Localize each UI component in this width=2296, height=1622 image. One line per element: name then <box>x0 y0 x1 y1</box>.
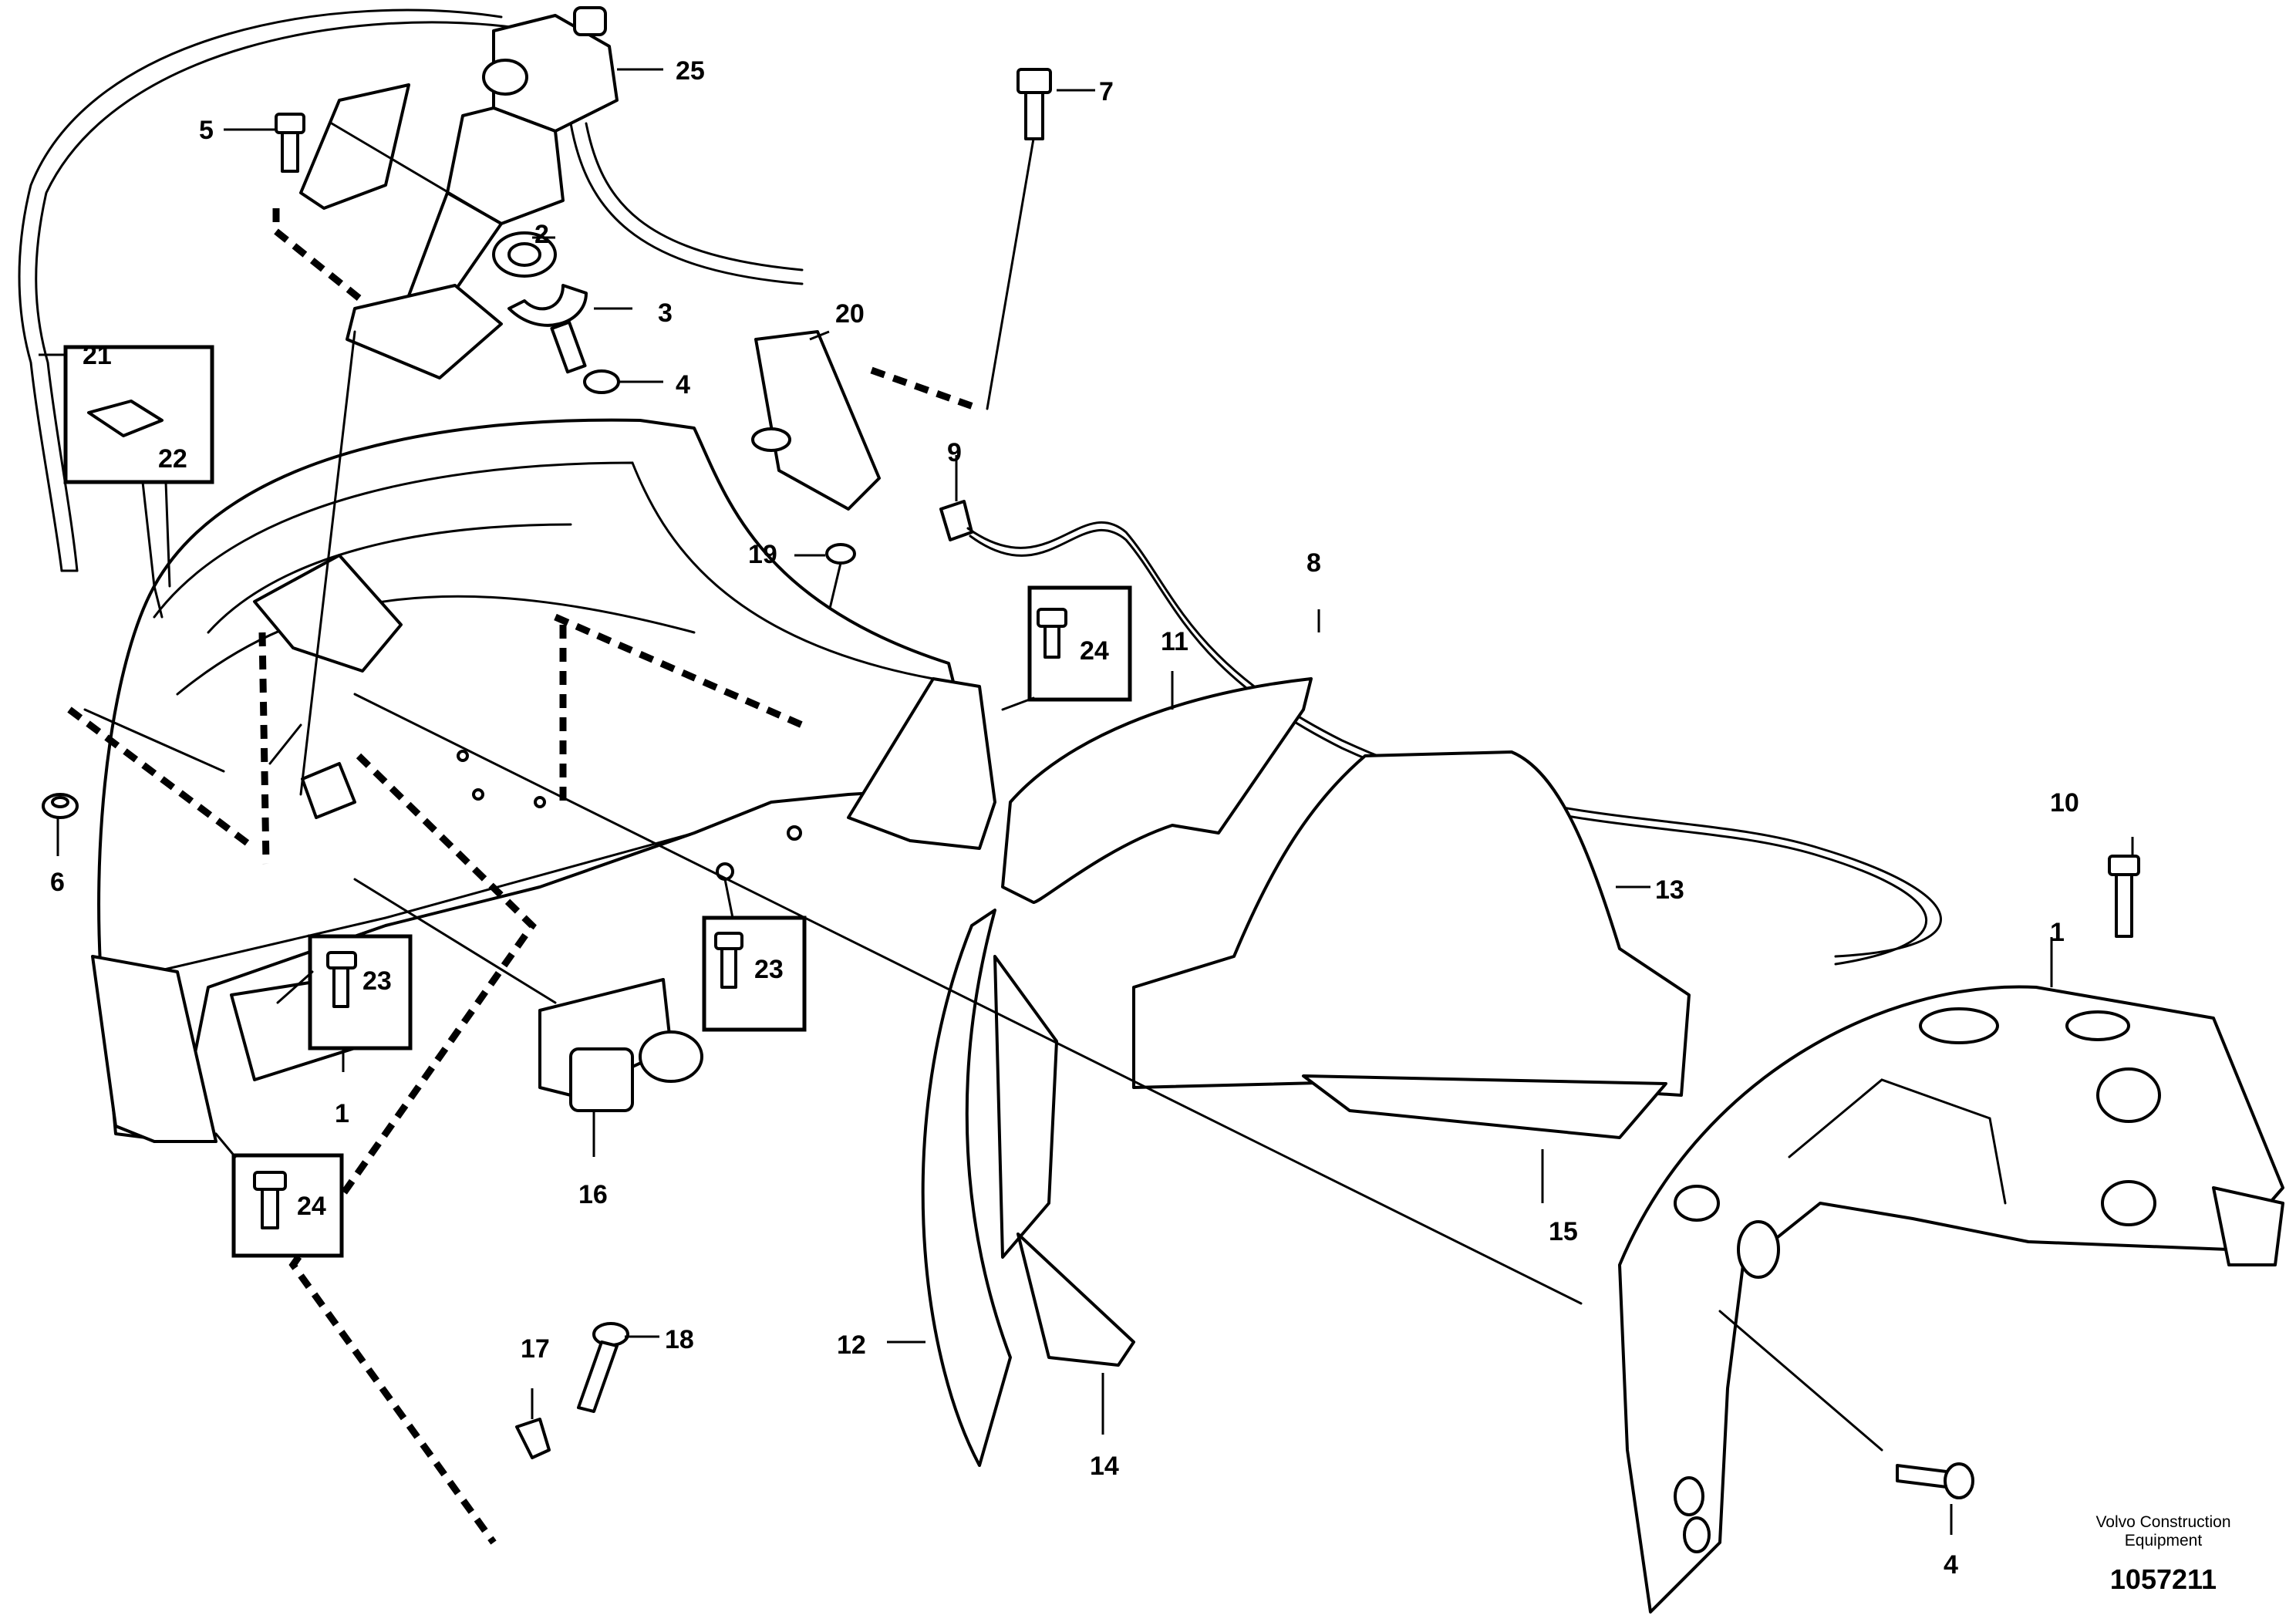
callout-24-lower: 24 <box>297 1192 326 1221</box>
reservoir-base-plate <box>346 284 503 379</box>
part-19-washer <box>825 543 856 565</box>
callout-box-24-top <box>1001 585 1132 711</box>
part-6-nut <box>42 793 79 819</box>
callout-17: 17 <box>521 1334 550 1364</box>
callout-8: 8 <box>1306 548 1321 578</box>
main-dash-panel <box>91 418 996 1143</box>
part-18-screw <box>577 1322 629 1413</box>
callout-22: 22 <box>158 444 187 474</box>
callout-box-23-middle <box>702 878 807 1032</box>
part-7-bolt <box>1017 68 1052 140</box>
part-14-trim <box>1017 1233 1135 1367</box>
part-7-leader-to-panel <box>986 137 1035 410</box>
part-5-bolt <box>275 113 305 173</box>
callout-14: 14 <box>1090 1452 1119 1481</box>
part-20-cover <box>754 330 881 511</box>
part-11-panel <box>1001 677 1313 904</box>
callout-box-23-lower <box>276 934 413 1050</box>
clip-nut-icon <box>87 400 164 437</box>
part-25-reservoir <box>400 6 619 325</box>
bolt-icon <box>714 932 743 950</box>
callout-5: 5 <box>199 116 214 145</box>
callout-6: 6 <box>50 868 65 897</box>
part-17-clip <box>515 1418 551 1459</box>
footer-brand-line2: Equipment <box>2125 1532 2203 1549</box>
part-9-connector <box>939 500 973 541</box>
drawing-number: 1057211 <box>2110 1563 2217 1595</box>
part-1-instrument-housing <box>1618 985 2284 1614</box>
part-2-filler-cap <box>492 231 557 278</box>
part-12-pillar <box>921 909 1012 1467</box>
callout-16: 16 <box>578 1180 608 1209</box>
bolt-icon <box>253 1171 287 1191</box>
callout-15: 15 <box>1549 1217 1578 1246</box>
part-4-bolt-upper <box>550 320 620 394</box>
callout-19: 19 <box>748 540 777 569</box>
callout-4-lower: 4 <box>1944 1550 1958 1580</box>
callout-1-left: 1 <box>335 1099 349 1128</box>
callout-1-right: 1 <box>2050 918 2065 947</box>
part-4-bolt-lower <box>1896 1462 1974 1499</box>
callout-23-middle: 23 <box>754 955 784 984</box>
part-10-bolt <box>2108 855 2140 938</box>
reservoir-bracket <box>299 83 410 210</box>
footer-brand-line1: Volvo Construction <box>2095 1513 2230 1531</box>
callout-25: 25 <box>676 56 705 86</box>
callout-20: 20 <box>835 299 865 329</box>
callout-11: 11 <box>1161 627 1188 656</box>
callout-21: 21 <box>83 341 112 370</box>
part-21-hose <box>18 8 518 572</box>
callout-24-top: 24 <box>1080 636 1109 666</box>
callout-box-24-lower <box>214 1132 344 1258</box>
part-3-clamp <box>507 284 588 327</box>
part-16-motor <box>538 978 703 1112</box>
callout-10: 10 <box>2050 788 2079 818</box>
callout-23-lower: 23 <box>362 966 392 996</box>
callout-box-22 <box>63 345 214 619</box>
bolt-icon <box>326 951 357 969</box>
callout-4-upper: 4 <box>676 370 690 400</box>
washer-hose <box>585 122 804 271</box>
callout-7: 7 <box>1099 77 1114 106</box>
bolt-icon <box>1037 608 1067 628</box>
callout-13: 13 <box>1655 875 1684 905</box>
callout-3: 3 <box>658 298 673 328</box>
callout-2: 2 <box>534 220 549 249</box>
callout-18: 18 <box>665 1325 694 1354</box>
assembly-dashed-lines <box>67 208 981 1545</box>
callout-12: 12 <box>837 1330 866 1360</box>
part-15-strip <box>1302 1074 1667 1139</box>
callout-9: 9 <box>947 438 962 467</box>
